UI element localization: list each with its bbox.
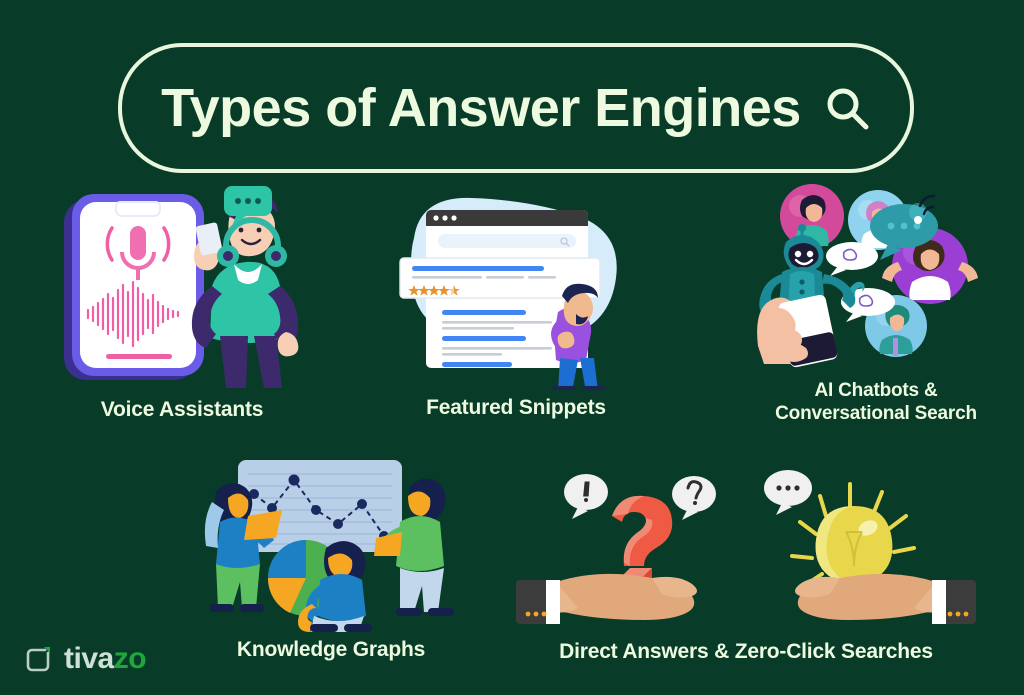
card-knowledge-graphs: Knowledge Graphs [186,452,476,663]
card-label-line-2: Conversational Search [775,403,977,425]
card-label-voice-assistants: Voice Assistants [100,398,264,421]
card-label-knowledge-graphs: Knowledge Graphs [236,638,426,661]
question-bubble-icon [672,476,716,520]
card-label-ai-chatbots: AI Chatbots & Conversational Search [728,379,1024,425]
dots-bubble-icon [764,470,812,515]
page-title-pill: Types of Answer Engines [118,43,914,173]
tivazo-logo[interactable]: tivazo [24,636,147,682]
chat-bubble-icon [224,186,272,226]
card-ai-chatbots: AI Chatbots & Conversational Search [728,178,1024,425]
card-label-featured-snippets: Featured Snippets [426,396,606,419]
card-label-line-1: AI Chatbots & [814,380,938,401]
card-featured-snippets: Featured Snippets [380,190,652,421]
message-bubble-big-icon [870,203,938,260]
card-label-direct-answers: Direct Answers & Zero-Click Searches [559,640,933,663]
brand-part-1: tiva [64,642,114,675]
knowledge-graphs-illustration [204,460,454,634]
speech-bubble-icon [826,242,878,276]
tivazo-square-icon [26,647,50,672]
tivazo-wordmark: tivazo [64,642,147,675]
magnifier-icon [827,88,869,130]
featured-snippets-illustration [399,197,617,392]
line-chart-nodes [249,474,389,541]
card-voice-assistants: Voice Assistants [34,182,330,423]
page-title: Types of Answer Engines [161,78,801,138]
card-direct-answers: Direct Answers & Zero-Click Searches [516,462,976,665]
waveform-icon [86,280,180,348]
direct-answers-illustration [516,470,976,624]
wifi-icon [918,194,936,216]
voice-assistant-illustration [64,186,299,388]
exclamation-bubble-icon [564,474,608,519]
star-rating [408,285,460,296]
chart-board [238,460,402,552]
brand-part-2: zo [113,642,147,675]
ai-chatbots-illustration [757,184,978,368]
